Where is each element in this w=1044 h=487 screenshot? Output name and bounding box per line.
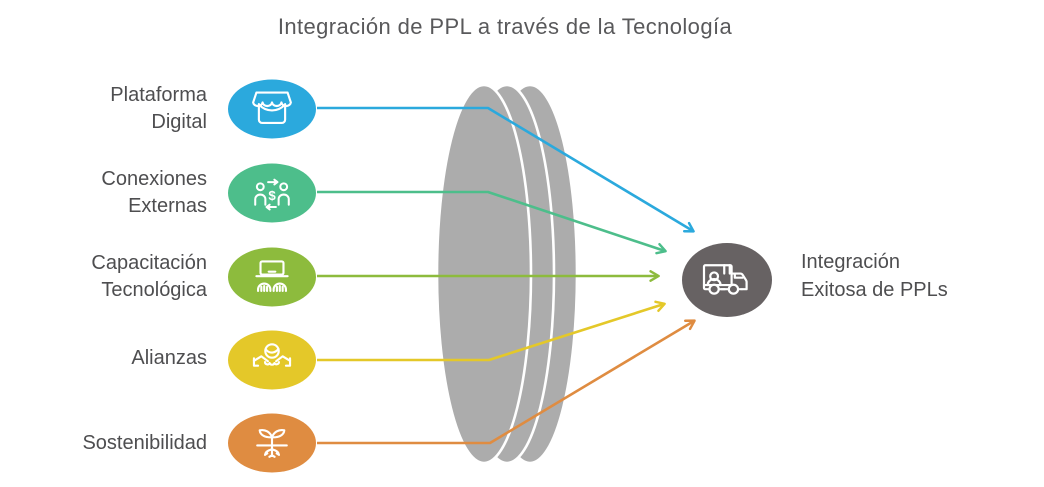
label-plataforma-digital: Plataforma Digital — [0, 82, 207, 136]
label-line: Tecnológica — [101, 279, 207, 301]
label-line: Conexiones — [101, 168, 207, 190]
label-line: Externas — [128, 195, 207, 217]
dollar-glyph: $ — [268, 188, 276, 203]
delivery-truck-icon — [702, 264, 748, 295]
handshake-globe-icon — [228, 330, 316, 390]
people-exchange-icon: $ — [228, 163, 316, 223]
result-node — [682, 243, 772, 317]
connector-plataforma-digital — [317, 106, 695, 233]
label-sostenibilidad: Sostenibilidad — [0, 430, 207, 457]
label-line: Capacitación — [91, 252, 207, 274]
lens-funnel — [435, 83, 579, 465]
diagram-title: Integración de PPL a través de la Tecnol… — [277, 14, 733, 39]
label-capacitacion-tecnologica: Capacitación Tecnológica — [0, 250, 207, 304]
connectors — [317, 106, 696, 445]
connector-sostenibilidad — [317, 319, 696, 445]
label-conexiones-externas: Conexiones Externas — [0, 166, 207, 220]
label-line: Exitosa de PPLs — [801, 279, 948, 301]
laptop-training-icon — [228, 247, 316, 307]
label-line: Plataforma — [110, 84, 207, 106]
connector-alianzas — [317, 300, 666, 362]
row-icons: $ — [228, 79, 316, 473]
connector-conexiones-externas — [317, 190, 667, 255]
label-line: Digital — [151, 111, 207, 133]
label-line: Sostenibilidad — [82, 432, 207, 454]
label-integracion-exitosa: Integración Exitosa de PPLs — [801, 248, 1041, 304]
storefront-icon — [228, 79, 316, 139]
label-line: Integración — [801, 251, 900, 273]
plant-roots-icon — [228, 413, 316, 473]
label-line: Alianzas — [131, 347, 207, 369]
label-alianzas: Alianzas — [0, 345, 207, 372]
